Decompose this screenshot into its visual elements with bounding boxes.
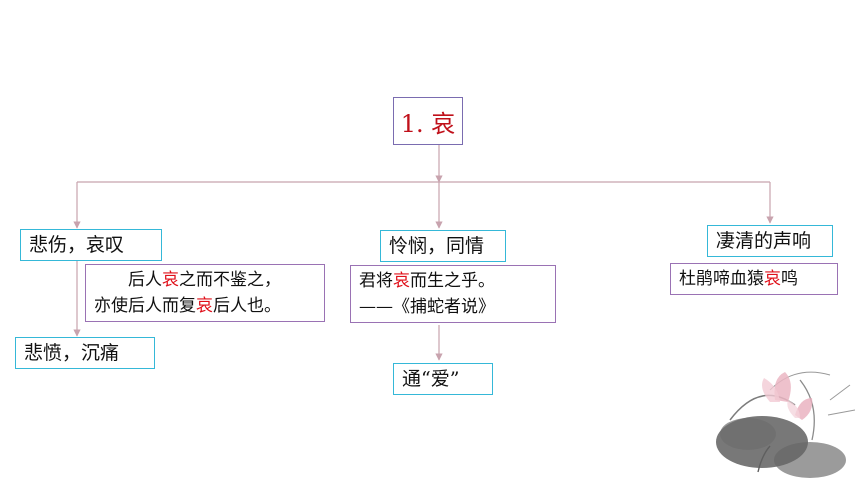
example-afang-box: 后人哀之而不鉴之， 亦使后人而复哀后人也。 — [85, 264, 325, 322]
highlight-char: 哀 — [162, 270, 179, 290]
example-afang-line2: 亦使后人而复哀后人也。 — [94, 296, 281, 316]
meaning-pity-label: 怜悯，同情 — [389, 235, 485, 257]
meaning-grief-label: 悲愤，沉痛 — [24, 342, 120, 364]
meaning-mournful-box: 凄清的声响 — [707, 225, 833, 257]
highlight-char: 哀 — [196, 296, 213, 316]
example-snake-line1: 君将哀而生之乎。 — [359, 271, 495, 291]
lotus-ink-painting-icon — [716, 371, 856, 478]
example-snake-source: ——《捕蛇者说》 — [359, 297, 495, 317]
example-afang-line1: 后人哀之而不鉴之， — [128, 270, 281, 290]
example-cuckoo-box: 杜鹃啼血猿哀鸣 — [670, 263, 838, 295]
example-snake-box: 君将哀而生之乎。 ——《捕蛇者说》 — [350, 265, 556, 323]
highlight-char: 哀 — [764, 269, 781, 289]
meaning-sorrow-label: 悲伤，哀叹 — [29, 234, 125, 256]
meaning-grief-box: 悲愤，沉痛 — [15, 337, 155, 369]
root-label: 1. 哀 — [400, 109, 456, 138]
meaning-sorrow-box: 悲伤，哀叹 — [20, 229, 162, 261]
root-node: 1. 哀 — [393, 97, 463, 145]
meaning-mournful-label: 凄清的声响 — [716, 230, 812, 252]
highlight-char: 哀 — [393, 271, 410, 291]
meaning-pity-box: 怜悯，同情 — [380, 230, 506, 262]
note-love-label: 通“爱” — [402, 368, 460, 390]
note-love-box: 通“爱” — [393, 363, 493, 395]
